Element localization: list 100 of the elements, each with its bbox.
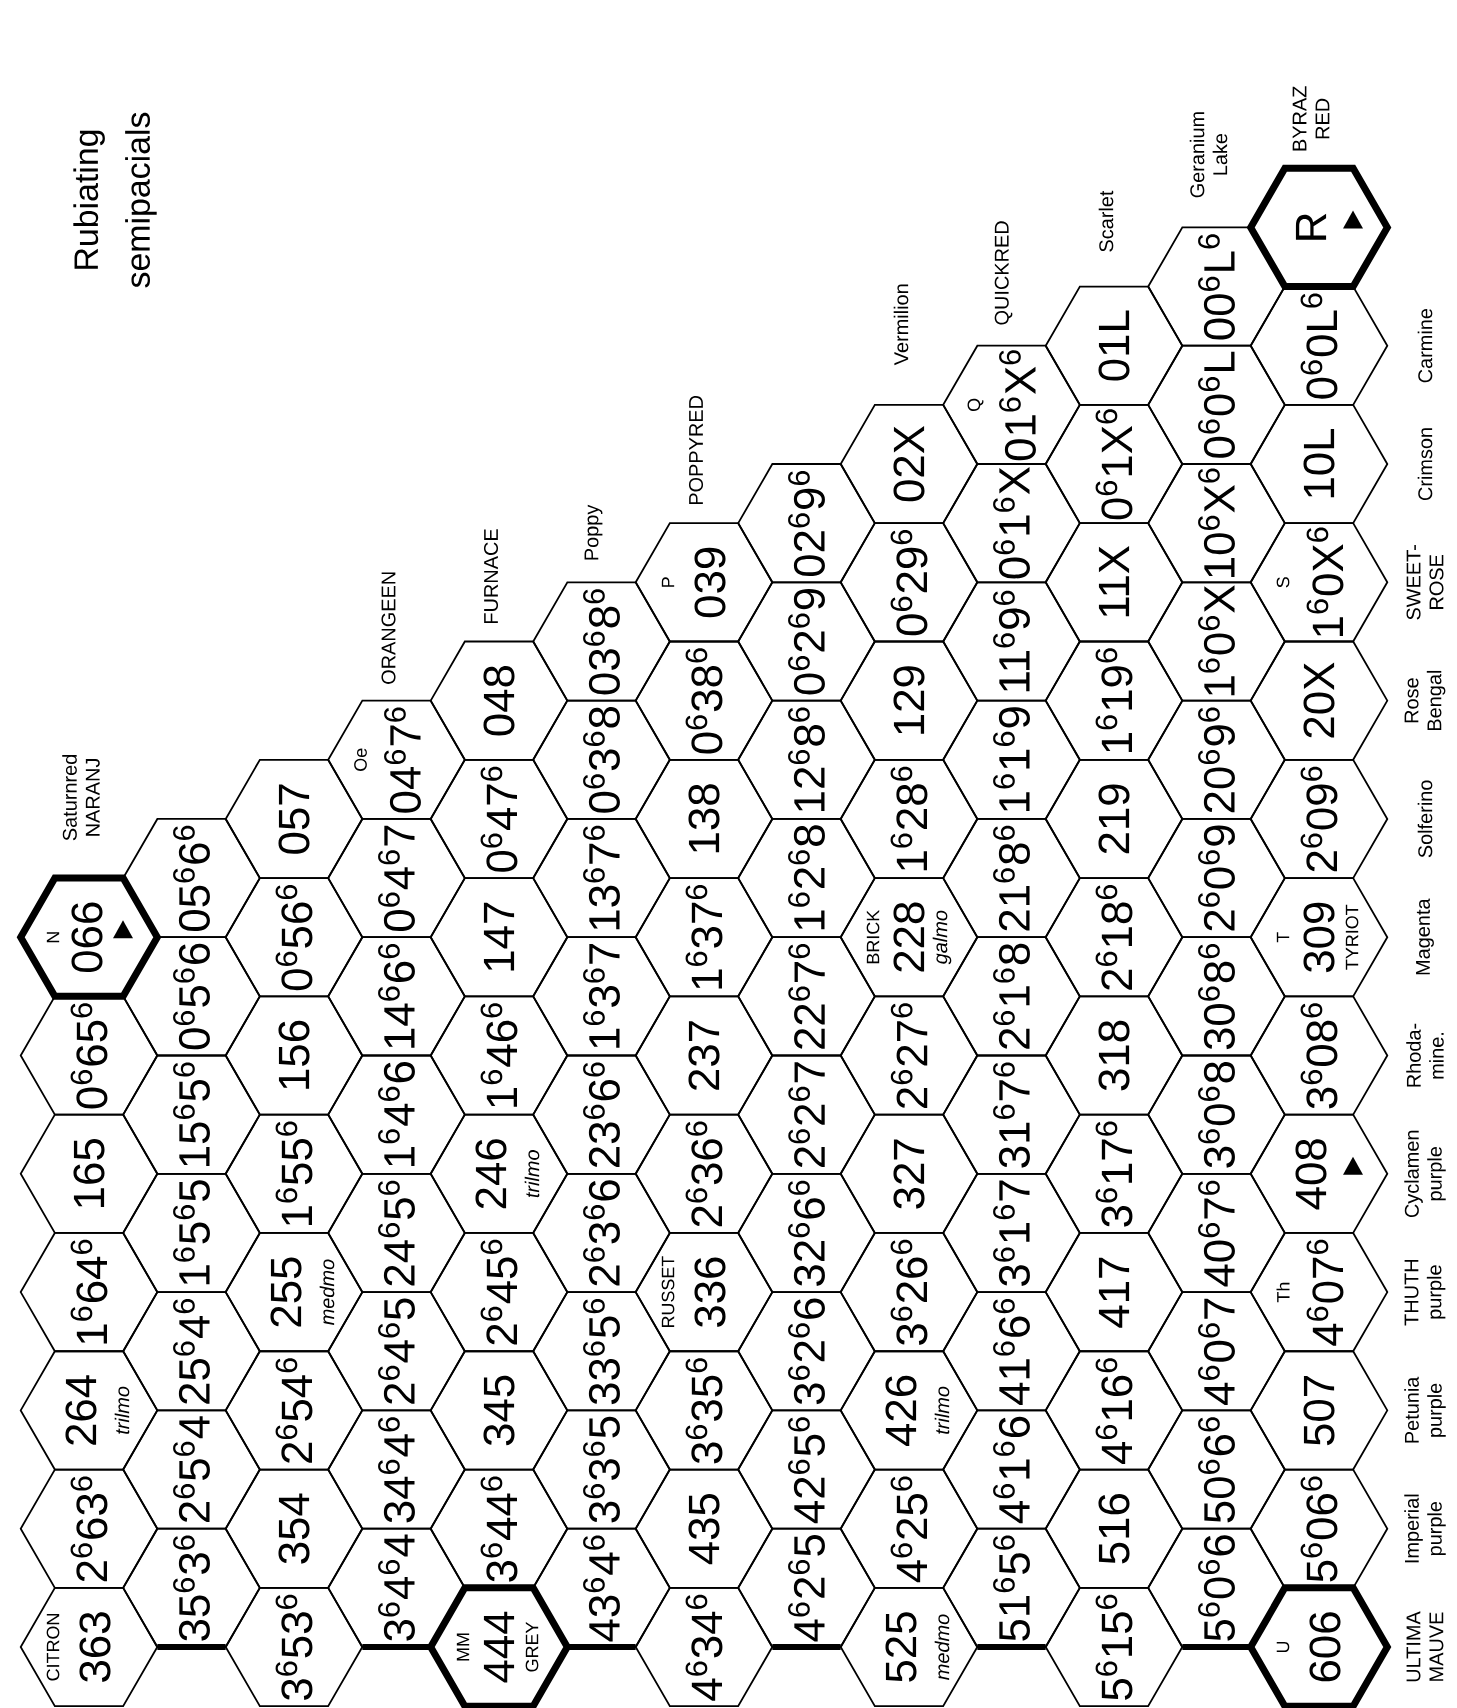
hex-cell: 4$^{6}$16$^{6}$ [1044,1350,1184,1471]
hex-cell: 34$^{6}$4$^{6}$ [327,1409,466,1530]
hex-cell: 3$^{6}$0$^{6}$8 [1147,1054,1286,1175]
hex-cell: 0$^{6}$65$^{6}$ [19,995,159,1116]
hex-cell: 1$^{6}$28$^{6}$ [839,758,979,879]
color-name-label: Carmine [1417,309,1433,383]
hex-cell: 3$^{6}$3$^{6}$5 [532,1409,671,1530]
hex-cell: 129 [839,640,979,761]
hex-cell: 138 [634,758,774,879]
color-name-label: BYRAZ RED [1292,86,1330,151]
hex-cell: 0$^{6}$38$^{6}$ [634,640,774,761]
hex-cell: 35$^{6}$3$^{6}$ [122,1527,261,1648]
hex-cell: 1$^{6}$5$^{6}$5 [122,1172,261,1293]
hex-cell: 2$^{6}$09$^{6}$ [1249,758,1389,879]
hex-cell: 3$^{6}$44$^{6}$ [429,1468,569,1589]
hex-cell: 02$^{6}$9$^{6}$ [737,463,876,584]
color-name-label: Crimson [1417,428,1433,501]
hex-cell: 10L [1249,403,1389,525]
hex-cell: 0$^{6}$0$^{6}$L [1147,344,1286,465]
hex-cell: 1$^{6}$19$^{6}$ [1044,640,1184,761]
hex-cell: 219 [1044,758,1184,879]
hex-cell: 048 [429,640,569,761]
color-name-label: FURNACE [483,529,499,623]
hex-cell: 507 [1249,1350,1389,1471]
hex-cell: 1$^{6}$4$^{6}$6 [327,1054,466,1175]
color-name-label: Magenta [1416,898,1434,975]
hex-cell: 2$^{6}$45$^{6}$ [429,1232,569,1353]
hex-cell: 00$^{6}$L$^{6}$ [1147,226,1286,347]
hex-cell: 264 trilmo [19,1350,159,1471]
color-name-label: Imperial purple [1404,1494,1446,1563]
hex-cell: 15$^{6}$5$^{6}$ [122,1054,261,1175]
color-name-label: Rhoda- mine. [1406,1023,1444,1087]
hex-cell: 3$^{6}$53$^{6}$ [224,1586,364,1708]
color-name-label: Vermilion [893,284,909,366]
hex-cell: 4$^{6}$25$^{6}$ [839,1468,979,1589]
hex-cell: 156 [224,995,364,1116]
hex-cell: 0$^{6}$47$^{6}$ [429,758,569,879]
color-name-label: ULTIMA MAUVE [1406,1611,1444,1682]
hex-cell: 2$^{6}$36$^{6}$ [634,1113,774,1234]
hex-cell: 4$^{6}$34$^{6}$ [634,1586,774,1708]
hex-cell: 318 [1044,995,1184,1116]
hex-cell: 11$^{6}$9$^{6}$ [942,581,1081,702]
hex-cell: 42$^{6}$5$^{6}$ [737,1409,876,1530]
hex-cell: 3$^{6}$08$^{6}$ [1249,995,1389,1116]
hex-cell: 2$^{6}$2$^{6}$7 [737,1054,876,1175]
hex-cell: 4$^{6}$2$^{6}$5 [737,1527,876,1648]
hex-cell: Th 4$^{6}$07$^{6}$ [1249,1232,1389,1353]
hex-cell: T 309 TYRIOT [1249,877,1389,998]
hex-cell: 14$^{6}$6$^{6}$ [327,936,466,1057]
hex-cell: 345 [429,1350,569,1471]
hex-cell: 246 trilmo [429,1113,569,1234]
hex-cell: 11X [1044,522,1184,643]
color-name-label: ORANGEEN [381,572,396,684]
hex-cell: 0$^{6}$5$^{6}$6 [122,936,261,1057]
color-name-label: Poppy [584,504,603,560]
hex-cell: 516 [1044,1468,1184,1589]
color-name-label: Petunia purple [1404,1376,1446,1443]
hex-cell: 0$^{6}$29$^{6}$ [839,522,979,643]
hex-cell: 255 medmo [224,1232,364,1353]
hex-cell: 05$^{6}$6$^{6}$ [122,818,261,939]
hex-cell: 5$^{6}$15$^{6}$ [1044,1586,1184,1708]
hex-cell: 2$^{6}$63$^{6}$ [19,1468,159,1589]
hex-cell: 237 [634,995,774,1116]
hex-cell: RUSSET 336 [634,1232,774,1353]
hex-cell: 50$^{6}$6$^{6}$ [1147,1409,1286,1530]
hex-cell: 3$^{6}$26$^{6}$ [839,1232,979,1353]
hex-cell: 417 [1044,1232,1184,1353]
hex-cell: Oe 04$^{6}$7$^{6}$ [327,699,466,820]
hex-cell: CITRON 363 [19,1586,159,1708]
hex-cell: 1$^{6}$46$^{6}$ [429,995,569,1116]
hex-cell: 0$^{6}$1$^{6}$X [942,463,1081,584]
hex-cell: 31$^{6}$7$^{6}$ [942,1054,1081,1175]
hex-cell: 3$^{6}$17$^{6}$ [1044,1113,1184,1234]
hex-cell: BRICK 228 galmo [839,877,979,998]
hex-cell: 147 [429,877,569,998]
color-name-label: Scarlet [1098,190,1114,252]
hex-cell: 20$^{6}$9$^{6}$ [1147,699,1286,820]
title: Rubiating semipacials [73,112,157,288]
hex-cell: 0$^{6}$0L$^{6}$ [1249,285,1389,406]
hex-cell: 2$^{6}$18$^{6}$ [1044,877,1184,998]
hex-cell: 165 [19,1113,159,1234]
color-name-label: Cyclamen purple [1404,1130,1446,1218]
hex-cell: 32$^{6}$6$^{6}$ [737,1172,876,1293]
hex-cell: 408 [1249,1113,1389,1234]
hex-cell: 3$^{6}$2$^{6}$6 [737,1291,876,1412]
hex-cell: 1$^{6}$55$^{6}$ [224,1113,364,1234]
color-name-label: POPPYRED [688,395,704,505]
hex-cell: 0$^{6}$2$^{6}$9 [737,581,876,702]
hex-cell: 3$^{6}$1$^{6}$7 [942,1172,1081,1293]
hex-cell: 0$^{6}$3$^{6}$8 [532,699,671,820]
color-name-label: Solferino [1417,780,1433,858]
hex-cell: 354 [224,1468,364,1589]
color-name-label: THUTH purple [1404,1259,1446,1326]
hex-cell: 1$^{6}$1$^{6}$9 [942,699,1081,820]
hex-cell: 1$^{6}$37$^{6}$ [634,877,774,998]
hex-cell: 2$^{6}$54$^{6}$ [224,1350,364,1471]
hex-cell: 2$^{6}$27$^{6}$ [839,995,979,1116]
hex-cell: 0$^{6}$56$^{6}$ [224,877,364,998]
hex-cell: S 1$^{6}$0X$^{6}$ [1249,522,1389,643]
hex-cell: 0$^{6}$4$^{6}$7 [327,818,466,939]
